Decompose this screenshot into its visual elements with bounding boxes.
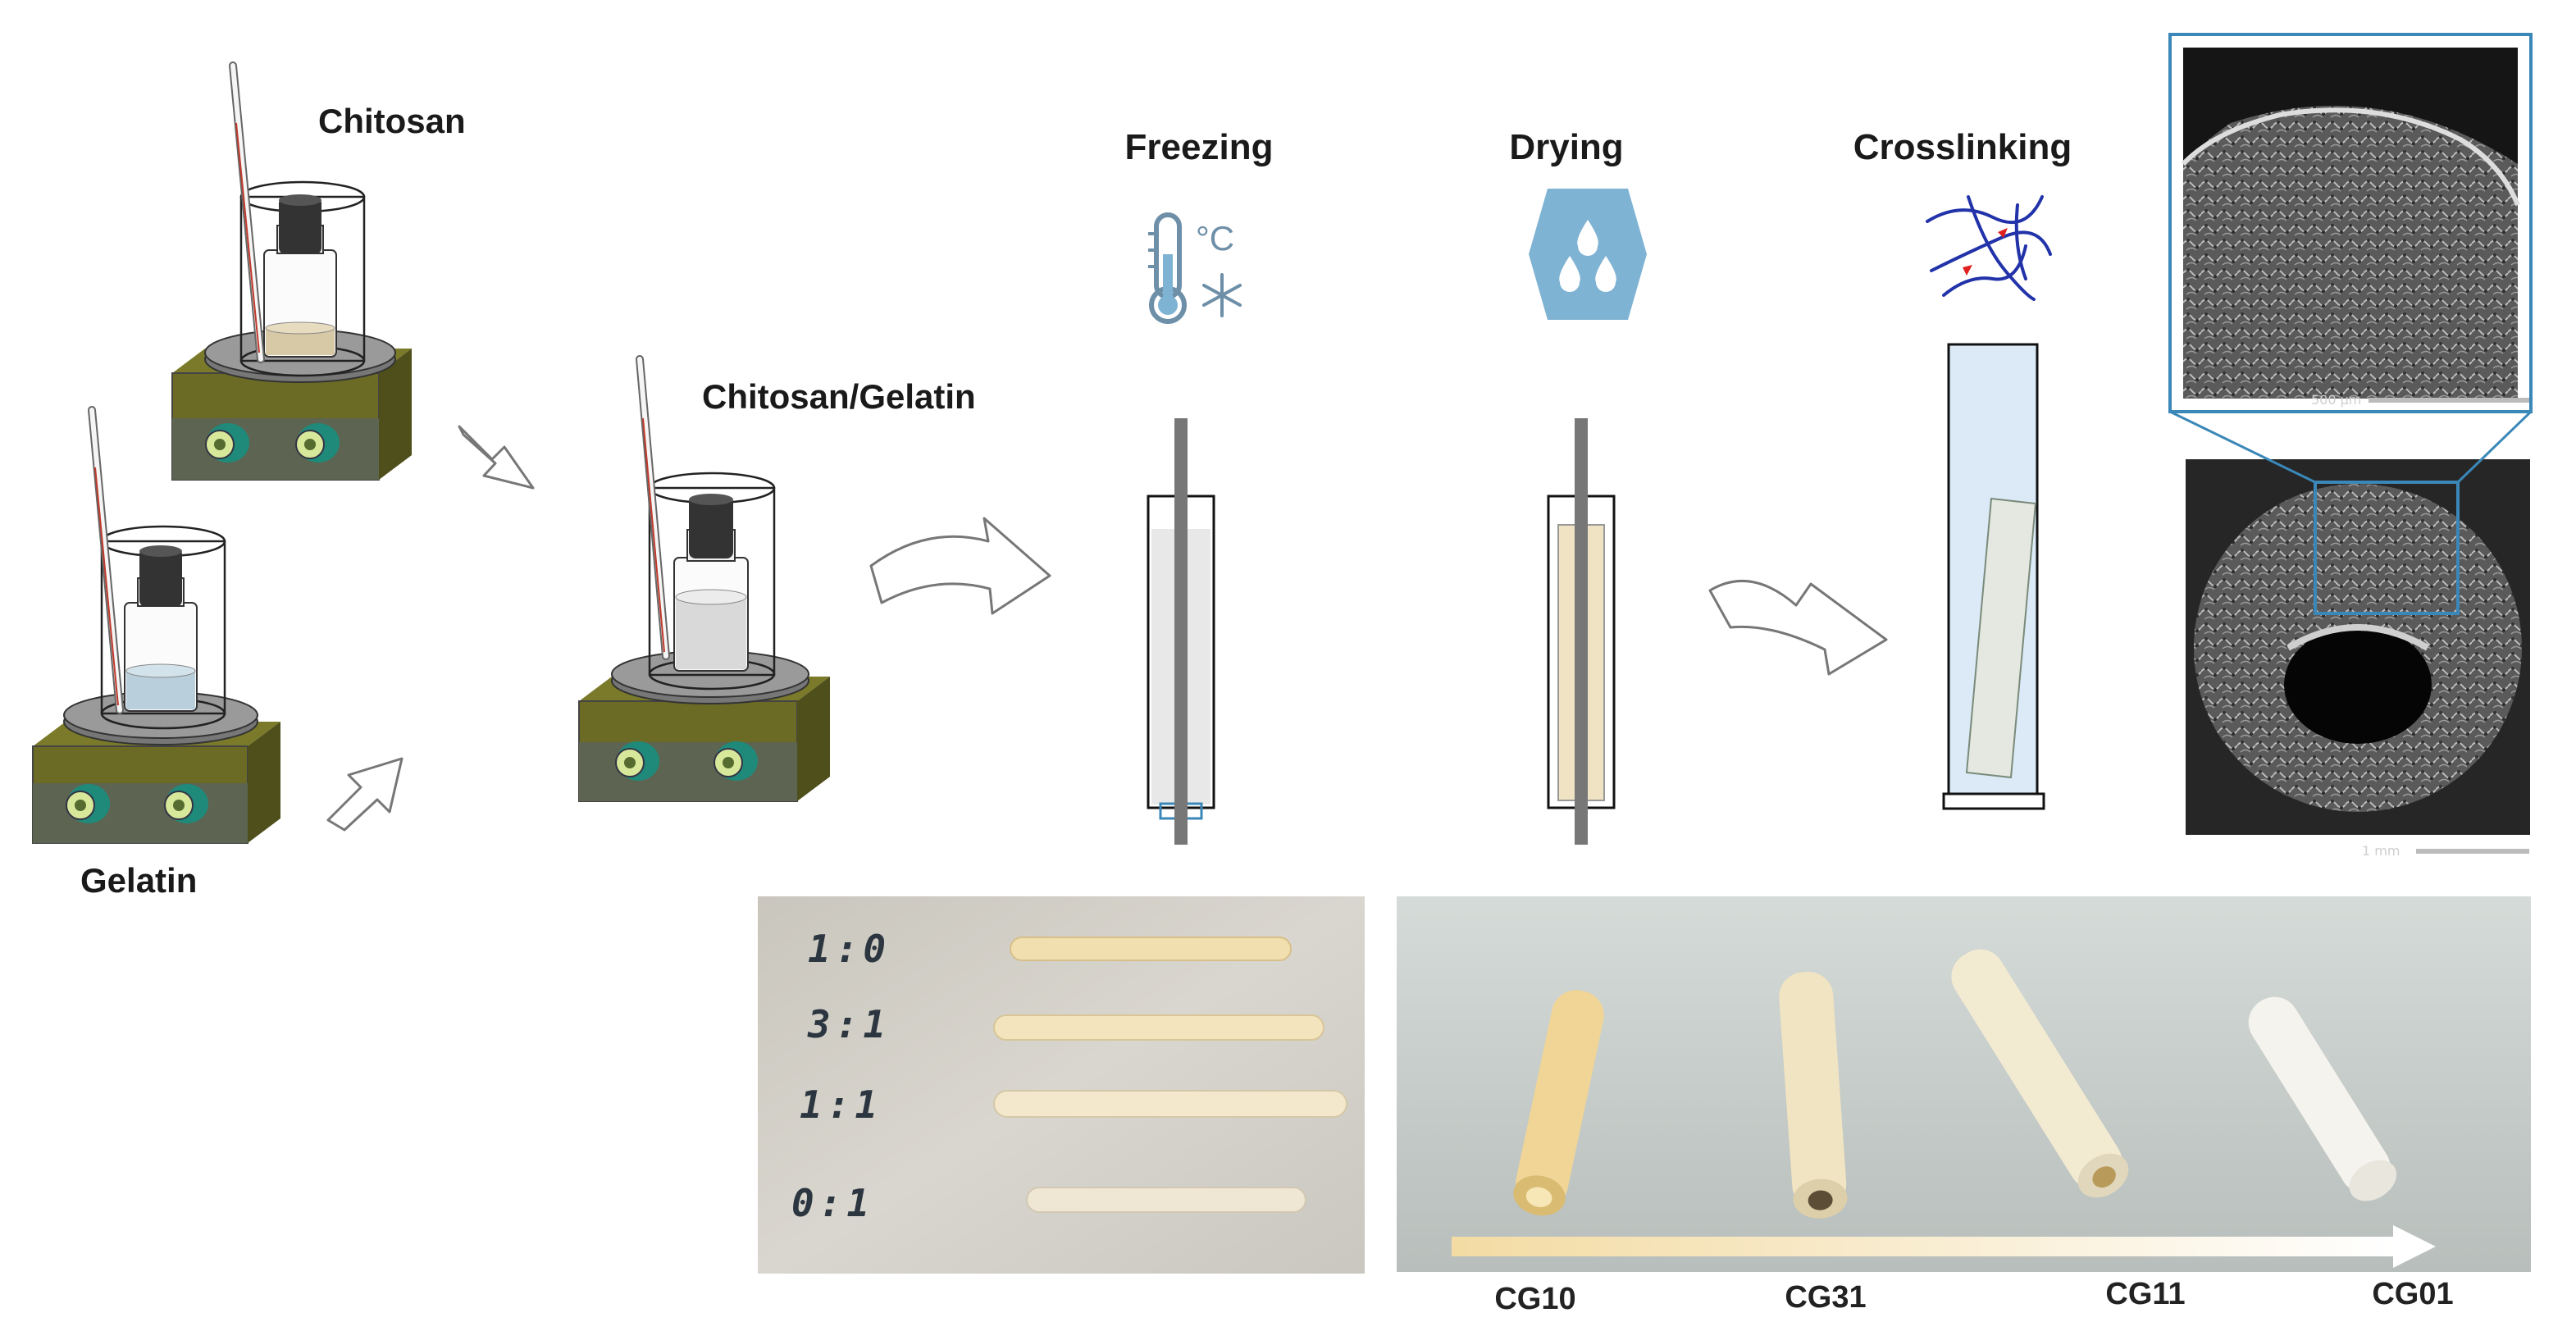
stirrer-gelatin: [32, 406, 280, 844]
label-chitosan: Chitosan: [318, 102, 466, 140]
mold-drying: [1547, 418, 1616, 845]
process-arrow-icon: [869, 517, 1051, 615]
arrow-icon: [326, 757, 403, 832]
sem-zoom-image: [2168, 33, 2533, 413]
sem-scale-label-bottom: 1 mm: [2362, 843, 2400, 859]
knob-icon: [66, 784, 110, 823]
step-freezing: Freezing: [1124, 127, 1274, 167]
stirrer-mixture: [578, 355, 830, 802]
label-gelatin: Gelatin: [80, 861, 198, 900]
sem-zoom-connector: [2169, 410, 2533, 484]
sample-label: CG10: [1494, 1282, 1576, 1316]
crosslinking-container: [1942, 343, 2045, 810]
arrow-icon: [458, 425, 535, 490]
ratio-label: 1:0: [808, 927, 891, 971]
gradient-arrow-icon: [1452, 1225, 2436, 1268]
ratio-label: 3:1: [808, 1002, 891, 1046]
photo-ratios: [758, 896, 1365, 1274]
crosslink-network-icon: [1926, 195, 2052, 301]
step-drying: Drying: [1509, 127, 1624, 167]
knob-icon: [205, 423, 249, 463]
sample-label: CG01: [2372, 1277, 2454, 1311]
process-arrow-icon: [1708, 580, 1888, 676]
knob-icon: [164, 784, 208, 823]
stirrer-chitosan: [171, 62, 412, 481]
freezing-icon-unit: °C: [1196, 219, 1234, 258]
step-crosslinking: Crosslinking: [1853, 127, 2072, 167]
mold-freezing: [1147, 418, 1215, 845]
photo-scaffolds: [1397, 896, 2531, 1272]
ratio-label: 0:1: [791, 1181, 875, 1225]
water-drop-hexagon-icon: [1529, 189, 1647, 320]
ratio-label: 1:1: [800, 1083, 883, 1127]
sample-label: CG11: [2105, 1277, 2186, 1311]
knob-icon: [295, 423, 340, 463]
sem-overview-image: [2186, 459, 2530, 854]
thermometer-snowflake-icon: °C: [1148, 212, 1242, 324]
knob-icon: [615, 741, 659, 781]
knob-icon: [714, 741, 758, 781]
label-chitosan-gelatin: Chitosan/Gelatin: [702, 377, 976, 416]
sem-scale-label-top: 500 µm: [2311, 392, 2362, 408]
sample-label: CG31: [1785, 1280, 1867, 1315]
